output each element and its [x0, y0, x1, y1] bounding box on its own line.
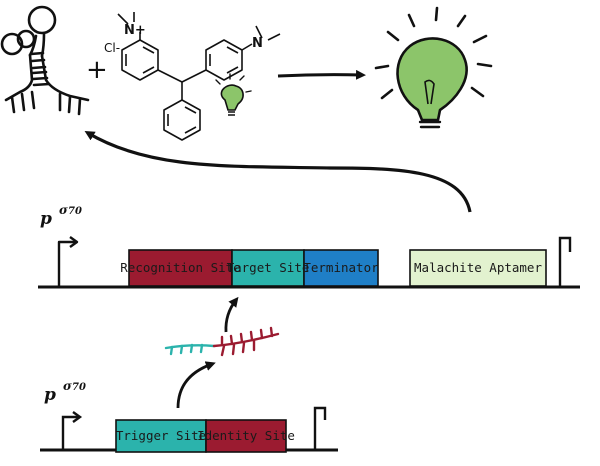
malachite-aptamer-box	[409, 249, 547, 287]
chloride-label: Cl-	[104, 41, 120, 55]
trigger-site-box	[115, 419, 207, 453]
glowing-bulb-icon	[374, 6, 493, 129]
small-bulb-icon	[215, 73, 252, 116]
n-plus-label: N+	[124, 23, 146, 38]
plus-sign: +	[86, 55, 108, 85]
upper-promoter-number: 70	[68, 206, 82, 217]
upper-terminator-icon	[558, 236, 572, 286]
n-label: N	[252, 36, 263, 51]
upper-promoter-sigma: σ	[59, 203, 68, 217]
aptamer-rna-icon	[0, 5, 90, 116]
upper-promoter-p: p	[40, 209, 52, 229]
transcription-arrow	[176, 361, 216, 409]
target-site-label: Target Site	[227, 260, 310, 275]
recognition-site-box	[128, 249, 233, 287]
expression-arrow	[84, 130, 472, 213]
identity-site-box	[205, 419, 287, 453]
malachite-aptamer-label: Malachite Aptamer	[414, 260, 542, 275]
rna-duplex-icon	[164, 326, 280, 357]
terminator-label: Terminator	[303, 260, 379, 275]
trigger-site-label: Trigger Site	[116, 428, 206, 443]
identity-site-label: Identity Site	[197, 428, 295, 443]
reaction-arrow	[277, 69, 366, 80]
target-site-box	[231, 249, 305, 287]
binding-arrow	[224, 296, 239, 333]
malachite-green-molecule	[117, 12, 281, 141]
lower-promoter-p: p	[44, 385, 56, 405]
lower-promoter-number: 70	[72, 382, 86, 393]
lower-terminator-icon	[313, 406, 327, 449]
terminator-box	[303, 249, 379, 287]
recognition-site-label: Recognition Site	[120, 260, 240, 275]
lower-promoter-sigma: σ	[63, 379, 72, 393]
upper-promoter-icon	[57, 236, 79, 286]
lower-promoter-icon	[61, 411, 83, 449]
